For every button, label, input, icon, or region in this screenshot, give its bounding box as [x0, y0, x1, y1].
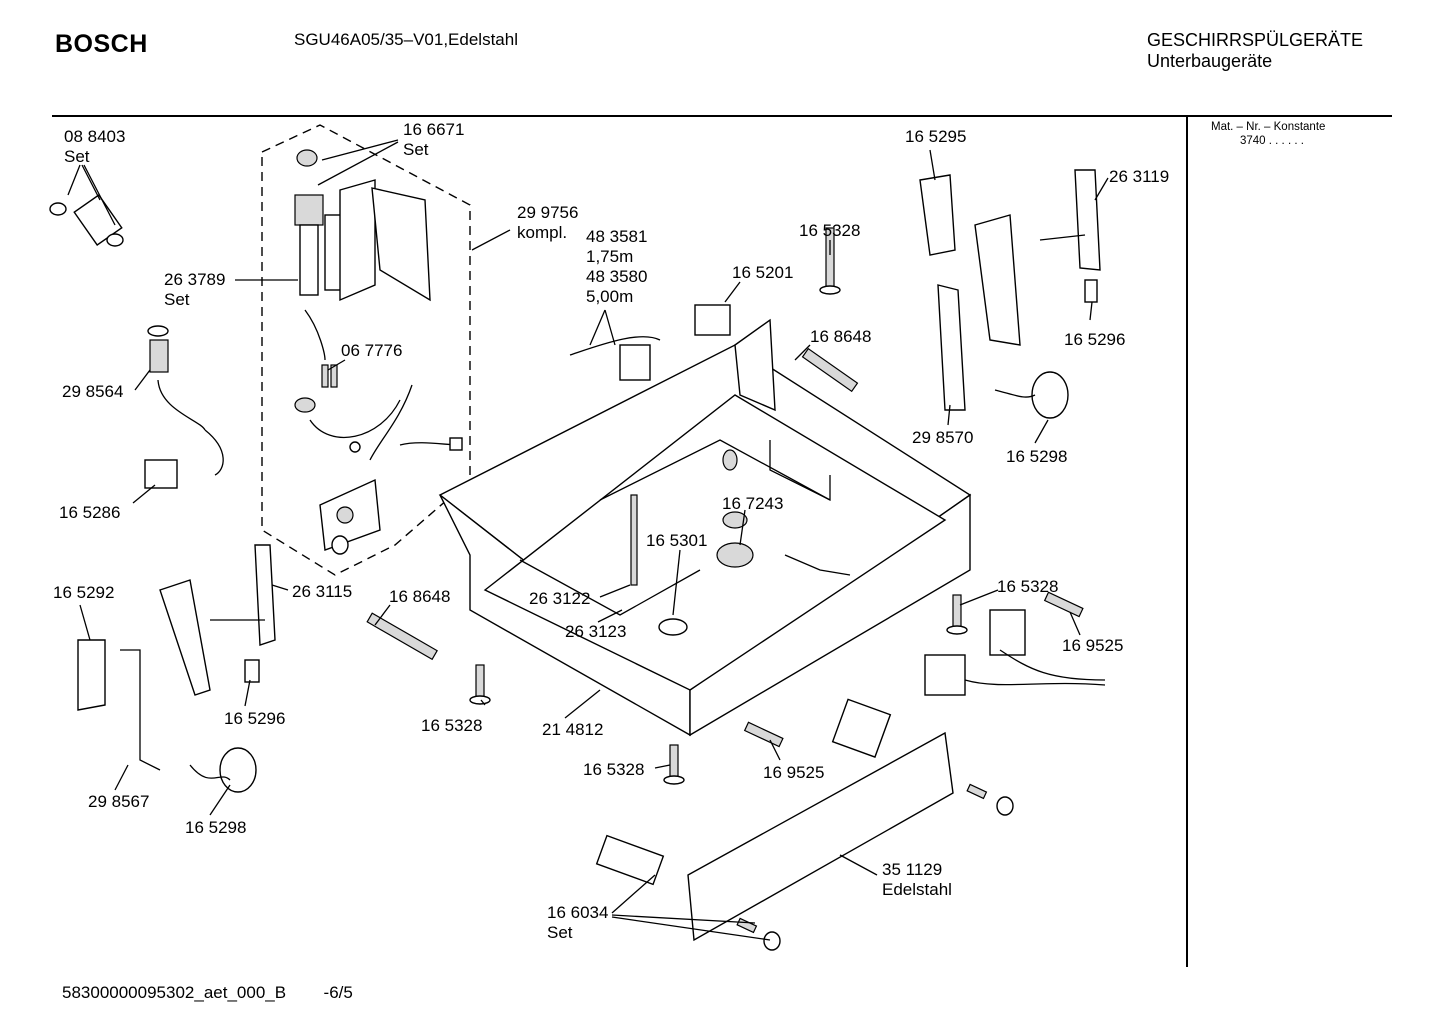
- part-067776: 06 7776: [341, 341, 403, 360]
- category-line-2: Unterbaugeräte: [1147, 51, 1273, 71]
- material-constant-box: Mat. – Nr. – Konstante 3740 . . . . . .: [1211, 120, 1325, 148]
- part-263789: 26 3789 Set: [164, 270, 225, 310]
- category-line-1: GESCHIRRSPÜLGERÄTE: [1147, 30, 1364, 50]
- part-number: 26 3789: [164, 270, 226, 289]
- part-165286: 16 5286: [59, 503, 121, 522]
- part-165295: 16 5295: [905, 127, 967, 146]
- base-tub: [438, 318, 972, 737]
- part-number: 29 9756: [517, 203, 579, 222]
- part-298564: 29 8564: [62, 382, 124, 401]
- kick-plate: [595, 698, 1014, 951]
- part-number: 08 8403: [64, 127, 126, 146]
- part-165328-center: 16 5328: [421, 716, 483, 735]
- header-divider: [52, 115, 1392, 117]
- part-263122: 26 3122: [529, 589, 591, 608]
- brand-logo: BOSCH: [55, 30, 148, 58]
- part-165298-left: 16 5298: [185, 818, 247, 837]
- part-298567: 29 8567: [88, 792, 150, 811]
- part-483581-483580: 48 3581 1,75m 48 3580 5,00m: [586, 227, 647, 307]
- part-088403: 08 8403 Set: [64, 127, 125, 167]
- part-169525-bottom: 16 9525: [763, 763, 825, 782]
- assembly-boundary: [261, 124, 471, 576]
- part-169525-right: 16 9525: [1062, 636, 1124, 655]
- pump-assembly: [294, 149, 463, 555]
- part-263115: 26 3115: [292, 582, 353, 601]
- part-298570: 29 8570: [912, 428, 974, 447]
- part-299756: 29 9756 kompl.: [517, 203, 578, 243]
- part-168648-right: 16 8648: [810, 327, 872, 346]
- category-heading: GESCHIRRSPÜLGERÄTE Unterbaugeräte: [1147, 30, 1363, 72]
- part-165328-top: 16 5328: [799, 221, 861, 240]
- part-165328-bottom: 16 5328: [583, 760, 645, 779]
- part-263119: 26 3119: [1109, 167, 1170, 186]
- part-166671: 16 6671 Set: [403, 120, 464, 160]
- screws: [469, 227, 1084, 785]
- part-165292: 16 5292: [53, 583, 115, 602]
- part-number: 16 6034: [547, 903, 609, 922]
- part-165328-right: 16 5328: [997, 577, 1059, 596]
- part-165296-left: 16 5296: [224, 709, 286, 728]
- left-side-brackets: [77, 544, 276, 793]
- part-number: 35 1129: [882, 860, 943, 879]
- material-constant-label: Mat. – Nr. – Konstante: [1211, 121, 1326, 133]
- part-165298-right: 16 5298: [1006, 447, 1068, 466]
- material-constant-value: 3740 . . . . . .: [1240, 135, 1304, 147]
- sidebar-divider: [1186, 116, 1188, 967]
- part-214812: 21 4812: [542, 720, 604, 739]
- hinge-springs: [366, 347, 859, 661]
- part-note: Set: [403, 140, 429, 159]
- part-number: 48 3581: [586, 227, 648, 246]
- part-note: Set: [164, 290, 190, 309]
- part-note: Edelstahl: [882, 880, 952, 899]
- part-351129: 35 1129 Edelstahl: [882, 860, 952, 900]
- cable-set: [569, 304, 731, 381]
- footer-doc-id: 58300000095302_aet_000_B -6/5: [62, 983, 353, 1003]
- right-side-brackets: [919, 169, 1101, 419]
- part-length: 1,75m: [586, 247, 634, 266]
- part-168648-left: 16 8648: [389, 587, 451, 606]
- part-number: 48 3580: [586, 267, 648, 286]
- connector-bundle: [924, 609, 1106, 696]
- part-note: Set: [547, 923, 573, 942]
- part-165201: 16 5201: [732, 263, 794, 282]
- part-166034: 16 6034 Set: [547, 903, 608, 943]
- part-167243: 16 7243: [722, 494, 784, 513]
- model-title: SGU46A05/35–V01,Edelstahl: [294, 30, 518, 49]
- part-165296-right: 16 5296: [1064, 330, 1126, 349]
- part-165301: 16 5301: [646, 531, 708, 550]
- part-263123: 26 3123: [565, 622, 627, 641]
- leader-lines: [67, 139, 1109, 941]
- doc-id: 58300000095302_aet_000_B: [62, 983, 287, 1002]
- hose-set-left: [49, 194, 224, 489]
- part-number: 16 6671: [403, 120, 465, 139]
- part-length: 5,00m: [586, 287, 634, 306]
- page-indicator: -6/5: [323, 983, 353, 1002]
- part-note: Set: [64, 147, 90, 166]
- part-note: kompl.: [517, 223, 568, 242]
